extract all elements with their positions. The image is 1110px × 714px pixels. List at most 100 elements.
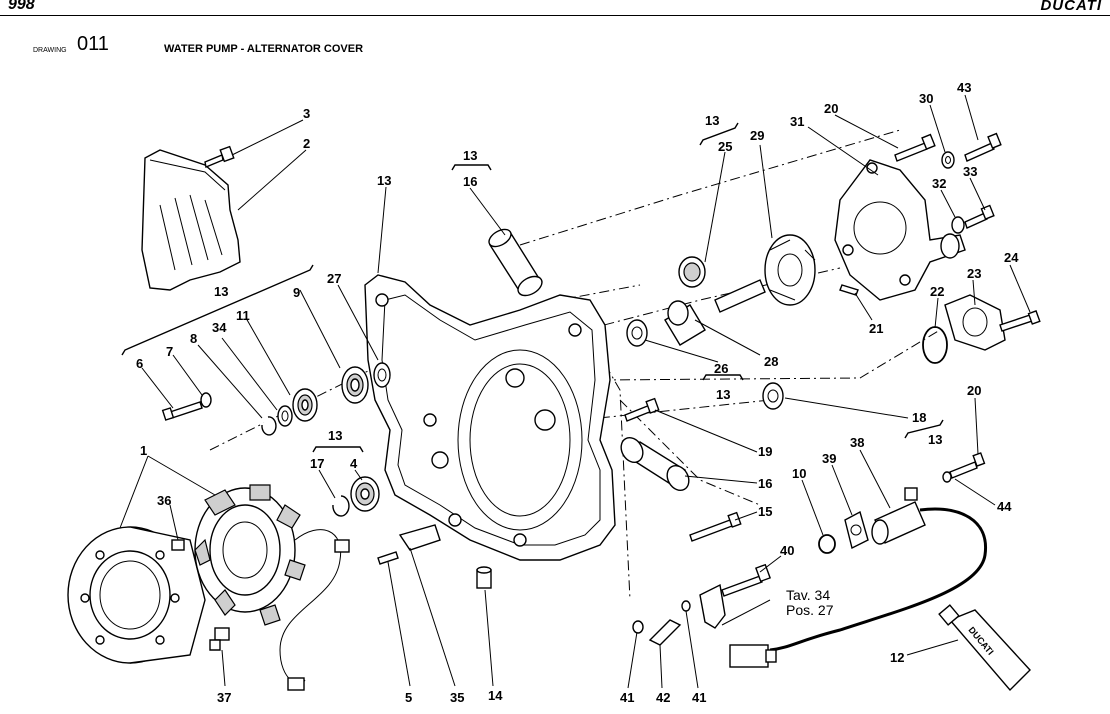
bracket [699, 583, 726, 629]
pump-housing-31 [834, 159, 966, 301]
seal-26 [626, 319, 648, 347]
callout-9: 9 [293, 285, 300, 300]
sealant-tube: DUCATI [938, 604, 1031, 692]
callout-20-b: 20 [967, 383, 981, 398]
screw-15 [689, 511, 742, 542]
callout-43: 43 [957, 80, 971, 95]
header-rule [0, 15, 1110, 16]
callout-28: 28 [764, 354, 778, 369]
callout-41-a: 41 [620, 690, 634, 705]
callout-37: 37 [217, 690, 231, 705]
screw-36 [171, 539, 185, 551]
callout-18: 18 [912, 410, 926, 425]
callout-13-f: 13 [328, 428, 342, 443]
callout-2: 2 [303, 136, 310, 151]
callout-22: 22 [930, 284, 944, 299]
callout-13-a: 13 [377, 173, 391, 188]
flywheel [67, 526, 206, 664]
screw-5 [377, 551, 399, 565]
washer-41-right [681, 600, 691, 612]
callout-1: 1 [140, 443, 147, 458]
callout-39: 39 [822, 451, 836, 466]
callout-34: 34 [212, 320, 227, 335]
callout-33: 33 [963, 164, 977, 179]
callout-40: 40 [780, 543, 794, 558]
callout-25: 25 [718, 139, 732, 154]
callout-27: 27 [327, 271, 341, 286]
bushing-18 [762, 382, 784, 410]
impeller-29 [714, 234, 816, 313]
bushing-16-lower [620, 436, 690, 492]
sensor-38 [729, 487, 988, 668]
gasket-39 [844, 510, 869, 550]
washer-34 [277, 405, 293, 427]
bearing-25 [678, 256, 706, 288]
bearing-27 [341, 366, 369, 404]
callout-3: 3 [303, 106, 310, 121]
washer-30 [941, 151, 955, 169]
washer-44 [942, 471, 952, 483]
callout-8: 8 [190, 331, 197, 346]
bearing-4 [350, 476, 380, 512]
callout-31: 31 [790, 114, 804, 129]
leader-lines [119, 94, 1031, 689]
stator [194, 484, 350, 691]
seal-9 [373, 362, 391, 388]
callout-7: 7 [166, 344, 173, 359]
callout-21: 21 [869, 321, 883, 336]
callout-13-e: 13 [928, 432, 942, 447]
callout-42: 42 [656, 690, 670, 705]
callout-19: 19 [758, 444, 772, 459]
callout-12: 12 [890, 650, 904, 665]
washer-7 [200, 392, 212, 408]
callout-6: 6 [136, 356, 143, 371]
callout-38: 38 [850, 435, 864, 450]
callout-41-b: 41 [692, 690, 706, 705]
group-braces [121, 122, 944, 453]
bearing-11 [292, 388, 318, 422]
callout-32: 32 [932, 176, 946, 191]
callout-23: 23 [967, 266, 981, 281]
callout-36: 36 [157, 493, 171, 508]
washer-41-left [632, 620, 644, 634]
callout-30: 30 [919, 91, 933, 106]
sprocket-cover [141, 149, 241, 291]
callout-24: 24 [1004, 250, 1019, 265]
callout-16-a: 16 [463, 174, 477, 189]
screw-37 [209, 627, 230, 651]
callout-15: 15 [758, 504, 772, 519]
drawing-title: WATER PUMP - ALTERNATOR COVER [164, 43, 364, 55]
dowel-14 [476, 566, 492, 589]
washer-32 [951, 216, 965, 234]
seal-28 [664, 300, 706, 346]
screw-6 [161, 401, 203, 421]
screw-24 [999, 310, 1041, 332]
clamp-35 [398, 524, 441, 551]
callout-14: 14 [488, 688, 503, 703]
callout-29: 29 [750, 128, 764, 143]
circlip-17 [332, 495, 350, 517]
cover-screw-3 [204, 145, 235, 168]
drawing-label: DRAWING [33, 47, 67, 54]
flange-23 [944, 294, 1006, 351]
oring-22 [922, 326, 948, 364]
brand-title: DUCATI [1040, 0, 1102, 14]
callout-10: 10 [792, 466, 806, 481]
callout-17: 17 [310, 456, 324, 471]
callout-13-d: 13 [716, 387, 730, 402]
callout-13-b: 13 [463, 148, 477, 163]
callout-44: 44 [997, 499, 1012, 514]
circlip-8 [261, 416, 277, 436]
callout-20-a: 20 [824, 101, 838, 116]
callout-13-g: 13 [214, 284, 228, 299]
clip-42 [648, 619, 682, 646]
screw-43 [964, 132, 1002, 162]
bushing-16-top [488, 228, 543, 297]
callout-35: 35 [450, 690, 464, 705]
screw-20-top [894, 133, 936, 162]
oring-10 [818, 534, 836, 554]
callout-13-c: 13 [705, 113, 719, 128]
callout-5: 5 [405, 690, 412, 705]
pos-reference: Pos. 27 [786, 602, 834, 618]
